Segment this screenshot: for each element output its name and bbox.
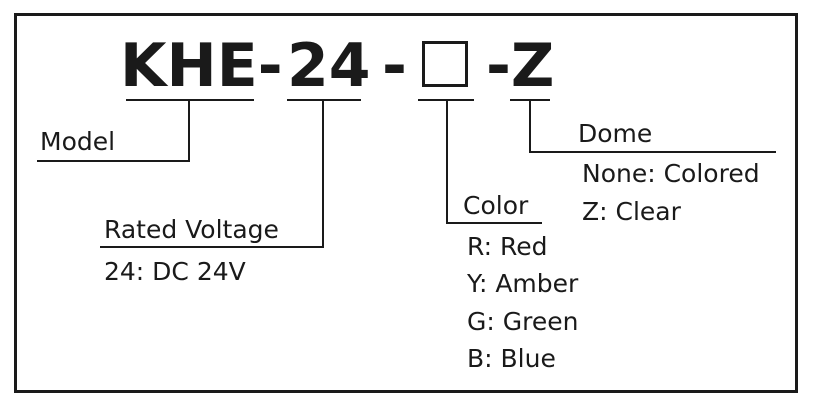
voltage-leader-horizontal	[100, 246, 324, 248]
code-model: KHE-	[120, 31, 283, 101]
dome-leader-horizontal	[529, 151, 776, 153]
dome-leader-vertical	[529, 100, 531, 153]
voltage-leader-vertical	[322, 100, 324, 248]
color-title: Color	[463, 191, 529, 220]
color-option-blue: B: Blue	[467, 344, 556, 373]
model-leader-vertical	[188, 100, 190, 162]
diagram-frame	[14, 13, 798, 393]
color-code-box	[422, 41, 468, 87]
color-option-red: R: Red	[467, 232, 548, 261]
color-leader-vertical	[446, 100, 448, 224]
dome-option-clear: Z: Clear	[582, 197, 681, 226]
code-dome: -Z	[486, 31, 555, 101]
voltage-underline	[287, 99, 361, 101]
code-voltage: 24	[287, 31, 371, 101]
voltage-option: 24: DC 24V	[104, 257, 246, 286]
dome-option-colored: None: Colored	[582, 159, 760, 188]
color-option-green: G: Green	[467, 307, 579, 336]
model-title: Model	[40, 127, 116, 156]
model-leader-horizontal	[37, 160, 190, 162]
model-underline	[126, 99, 254, 101]
code-separator: -	[382, 31, 407, 101]
color-leader-horizontal	[446, 222, 542, 224]
dome-title: Dome	[578, 119, 653, 148]
color-option-amber: Y: Amber	[467, 269, 579, 298]
voltage-title: Rated Voltage	[104, 215, 279, 244]
